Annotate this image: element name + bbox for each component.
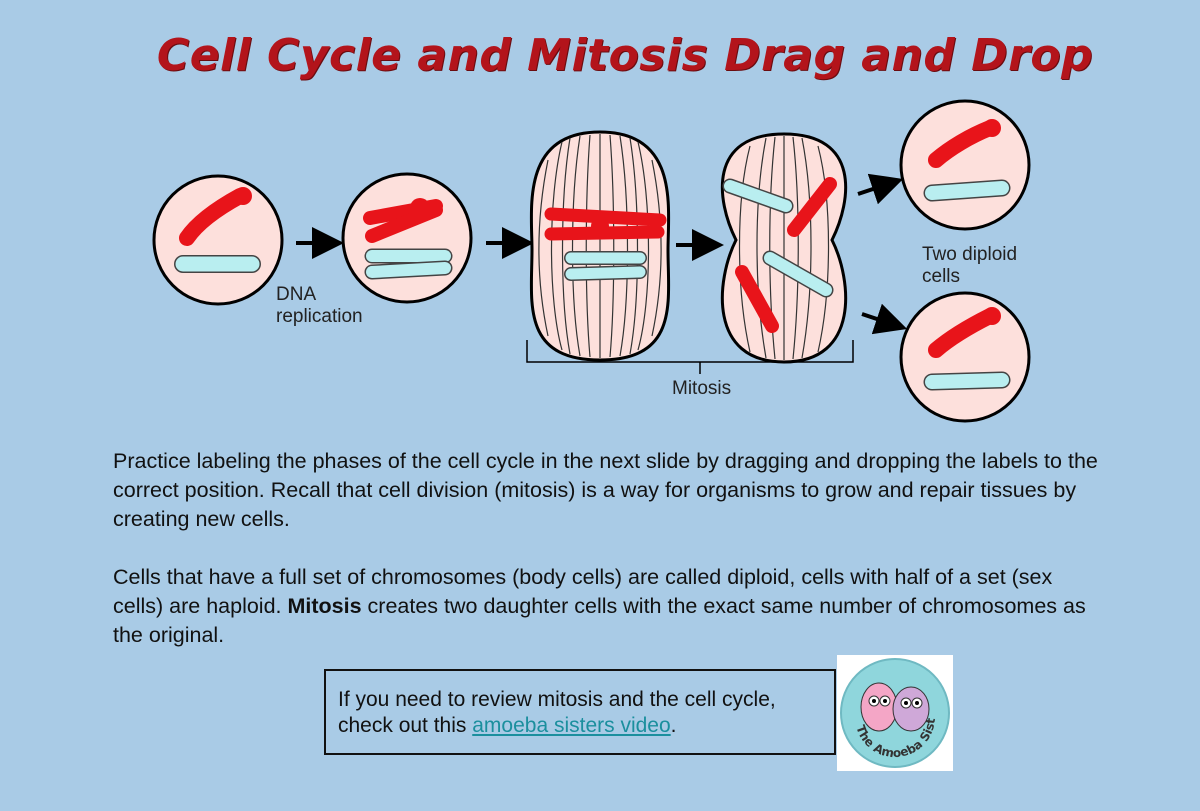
mitosis-bold: Mitosis <box>287 594 362 618</box>
intro-paragraph: Practice labeling the phases of the cell… <box>113 449 1098 531</box>
amoeba-sisters-logo[interactable]: The Amoeba Sisters <box>833 644 953 771</box>
cell-cycle-diagram <box>152 99 1031 423</box>
cell-metaphase <box>529 130 671 362</box>
daughter-cell-bottom <box>899 291 1031 423</box>
review-callout-box: If you need to review mitosis and the ce… <box>324 669 836 755</box>
cell-interphase <box>152 174 284 306</box>
label-dna-replication: DNA replication <box>276 284 363 327</box>
daughter-cell-top <box>899 99 1031 231</box>
label-mitosis: Mitosis <box>672 378 732 399</box>
diploid-paragraph: Cells that have a full set of chromosome… <box>113 565 1086 647</box>
cell-anaphase <box>720 132 848 364</box>
amoeba-sisters-video-link[interactable]: amoeba sisters video <box>472 714 671 737</box>
page-title: Cell Cycle and Mitosis Drag and Drop <box>156 30 1094 81</box>
amoeba-sisters-logo-icon: The Amoeba Sisters <box>833 644 950 768</box>
cell-dna-replicated <box>341 172 473 304</box>
label-two-diploid-cells: Two diploid cells <box>922 244 1018 287</box>
